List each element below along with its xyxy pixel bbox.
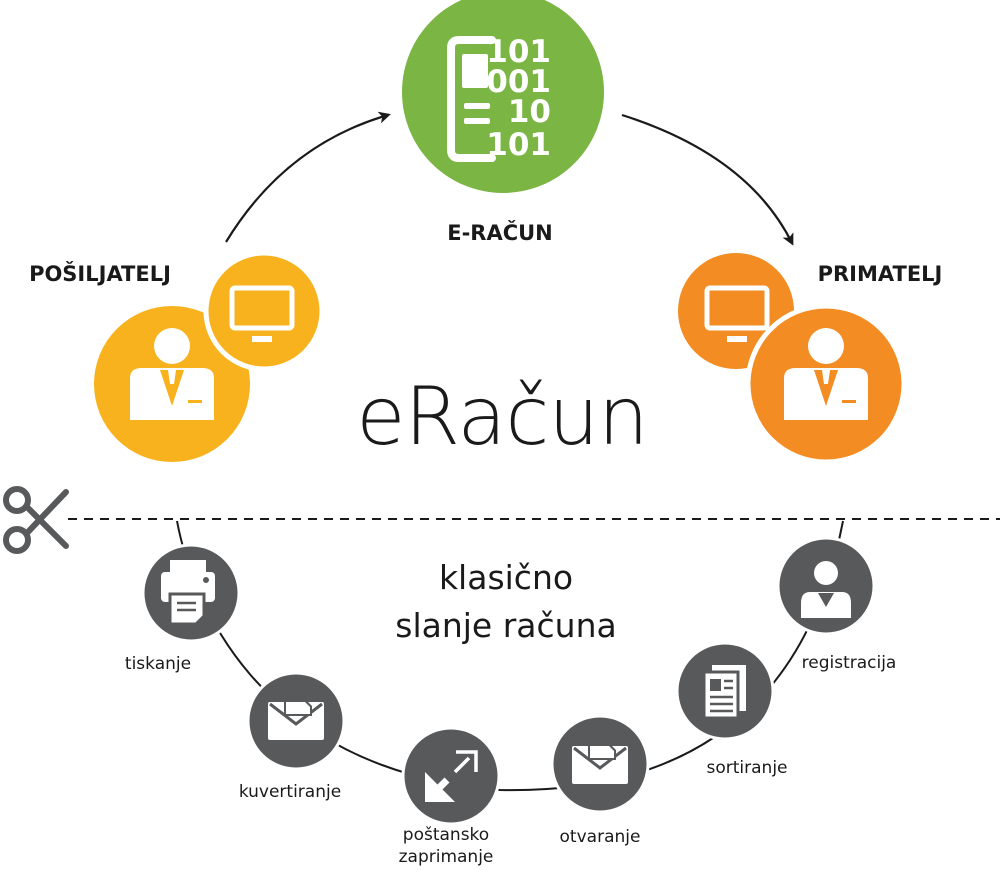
step-enveloping	[246, 671, 346, 771]
step-label-postal-line1: poštansko	[403, 825, 489, 845]
monitor-icon	[229, 285, 295, 342]
binary-document-icon: 101 001 10 101	[447, 34, 551, 163]
step-opening	[550, 714, 650, 814]
sender-circle-small	[203, 250, 325, 372]
arrow-sender-to-einvoice	[225, 111, 391, 243]
step-printing	[141, 543, 241, 643]
sender-node	[94, 250, 325, 462]
scissors-icon	[3, 486, 69, 554]
main-title: eRačun	[356, 370, 647, 463]
monitor-icon	[704, 285, 770, 342]
step-label-enveloping: kuvertiranje	[239, 782, 341, 802]
receiver-node	[678, 253, 907, 465]
person-icon	[801, 561, 851, 618]
step-label-opening: otvaranje	[560, 827, 641, 847]
binary-line-4: 101	[486, 127, 551, 163]
binary-line-2: 001	[486, 64, 551, 100]
step-sorting	[675, 641, 775, 741]
step-registration	[776, 536, 876, 636]
printer-icon	[161, 560, 215, 626]
arrow-einvoice-to-receiver	[621, 113, 794, 246]
step-postal-receipt	[401, 726, 501, 826]
step-label-printing: tiskanje	[125, 654, 191, 674]
einvoice-node: 101 001 10 101	[402, 0, 604, 193]
classic-title-line2: slanje računa	[395, 606, 616, 645]
step-label-registration: registracija	[802, 653, 897, 673]
einvoice-label: E-RAČUN	[447, 220, 553, 245]
step-label-postal-line2: zaprimanje	[399, 847, 494, 867]
envelope-icon	[572, 744, 628, 784]
person-icon	[130, 328, 214, 420]
binary-line-3: 10	[508, 94, 551, 130]
receiver-label: PRIMATELJ	[818, 262, 943, 286]
person-icon	[784, 328, 868, 420]
binary-line-1: 101	[486, 34, 551, 70]
envelope-icon	[268, 700, 324, 740]
step-label-sorting: sortiranje	[707, 758, 788, 778]
classic-title-line1: klasično	[439, 558, 573, 597]
documents-icon	[702, 665, 746, 720]
postal-arrows-icon	[425, 750, 478, 802]
sender-label: POŠILJATELJ	[29, 261, 171, 286]
